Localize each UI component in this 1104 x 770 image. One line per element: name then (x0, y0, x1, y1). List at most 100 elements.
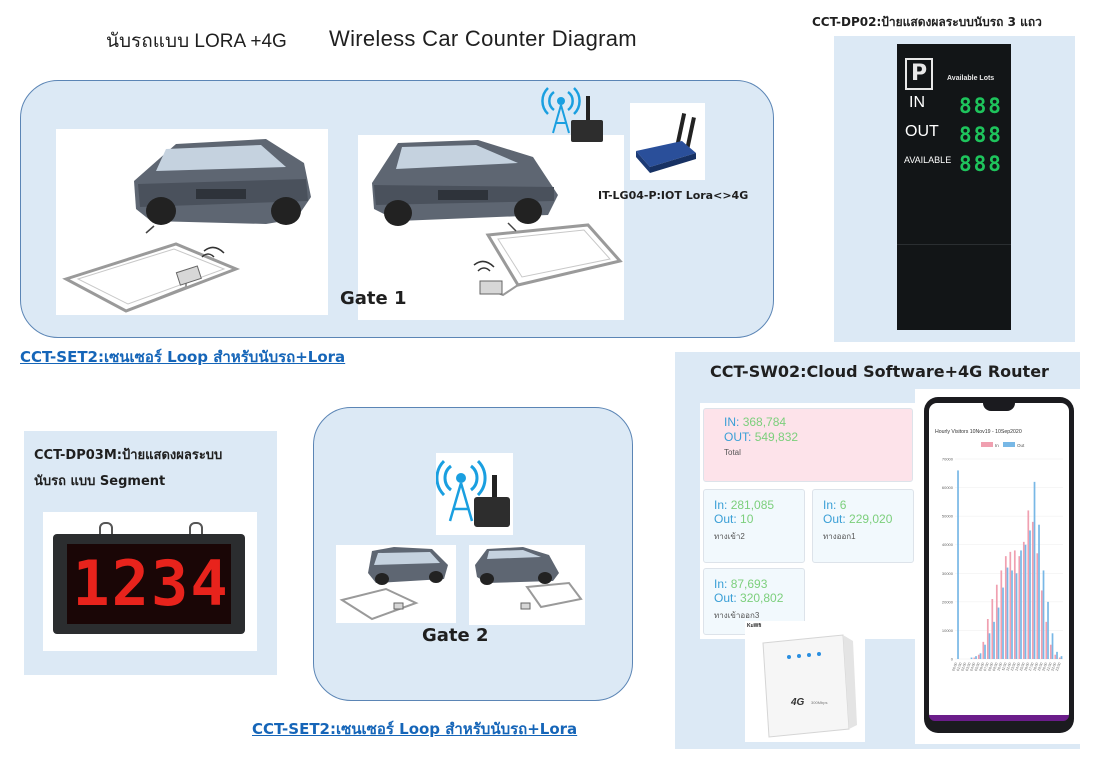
antenna-icon (435, 459, 510, 527)
bar-out-10 (1002, 587, 1004, 659)
car-icon (134, 139, 311, 225)
x-tick-label: 06:00 (978, 662, 985, 672)
x-tick-label: 10:00 (996, 662, 1003, 672)
segment-digits: 1234 (72, 547, 230, 620)
bar-out-17 (1033, 481, 1036, 659)
card-out-value: 229,020 (849, 512, 893, 526)
bar-in-4 (973, 657, 976, 659)
dp02-row-label: OUT (905, 123, 939, 140)
bar-out-20 (1047, 601, 1049, 659)
bar-in-8 (991, 599, 994, 659)
x-tick-label: 21:00 (1046, 662, 1053, 672)
dp02-row-value: 888 (959, 152, 1003, 176)
phone-notch (983, 403, 1015, 411)
dashboard-screenshot: IN: 368,784 OUT: 549,832 Total In: 281,0… (700, 403, 916, 639)
x-tick-label: 20:00 (1041, 662, 1048, 672)
router-sub: 300Mbps (811, 700, 828, 705)
gate1-product-link[interactable]: CCT-SET2:เซนเซอร์ Loop สำหรับนับรถ+Lora (20, 348, 346, 366)
gate2-lora-receiver (435, 453, 513, 535)
parking-p-icon: P (905, 58, 933, 90)
card-in-value: 281,085 (730, 498, 775, 512)
bar-out-14 (1020, 550, 1022, 659)
bar-in-11 (1004, 556, 1007, 659)
out-prefix: Out: (714, 591, 737, 605)
gateway-label: IT-LG04-P:IOT Lora<>4G (598, 189, 749, 202)
dp02-row-value: 888 (959, 123, 1003, 147)
bar-out-9 (997, 607, 1000, 659)
x-tick-label: 22:00 (1050, 662, 1057, 672)
bar-in-21 (1049, 644, 1052, 659)
gateway-photo (630, 103, 705, 180)
card-in-value: 87,693 (730, 577, 768, 591)
x-tick-label: 04:00 (969, 662, 976, 672)
bar-in-10 (1000, 570, 1003, 659)
dp02-header-text: Available Lots (947, 75, 995, 82)
dp02-row-label: IN (909, 94, 925, 111)
legend-swatch-in (981, 442, 993, 447)
bar-in-12 (1009, 551, 1012, 659)
router-4g-icon (762, 634, 857, 738)
dp02-row-value: 888 (959, 94, 1003, 118)
bar-in-5 (977, 654, 980, 659)
gate2-product-link[interactable]: CCT-SET2:เซนเซอร์ Loop สำหรับนับรถ+Lora (252, 720, 578, 738)
car-with-loop-image-left (339, 547, 448, 621)
sw02-title: CCT-SW02:Cloud Software+4G Router (710, 362, 1049, 381)
x-tick-label: 19:00 (1037, 662, 1044, 672)
x-tick-label: 03:00 (965, 662, 972, 672)
x-tick-label: 23:00 (1055, 662, 1062, 672)
diagram-title: Wireless Car Counter Diagram (329, 26, 637, 51)
bar-in-14 (1018, 556, 1021, 659)
segment-face (67, 544, 231, 624)
gate1-car-photo-right (358, 135, 624, 320)
legend-label-in: In (995, 443, 999, 448)
bar-in-13 (1013, 550, 1016, 659)
gate1-label: Gate 1 (340, 288, 407, 309)
dp03m-title-line1: CCT-DP03M:ป้ายแสดงผลระบบ (34, 448, 223, 463)
phone-bottom-bar (929, 715, 1069, 721)
dp02-row-available: AVAILABLE 888 (904, 152, 1009, 176)
bar-in-18 (1036, 553, 1039, 659)
x-tick-label: 18:00 (1032, 662, 1039, 672)
x-tick-label: 08:00 (987, 662, 994, 672)
bar-out-11 (1006, 567, 1009, 659)
bar-out-16 (1029, 530, 1031, 659)
subtitle: นับรถแบบ LORA +4G (106, 31, 287, 52)
card-name: ทางออก1 (823, 532, 856, 541)
bar-out-7 (988, 633, 991, 659)
car-with-loop-image-left (62, 139, 311, 313)
bar-in-22 (1054, 654, 1057, 659)
x-tick-label: 01:00 (956, 662, 963, 672)
gate2-car-photo-left (336, 545, 456, 623)
dp02-row-label: AVAILABLE (904, 155, 952, 165)
gate2-car-photo-right (469, 545, 585, 625)
card-in-value: 6 (839, 498, 847, 512)
bar-out-4 (975, 656, 977, 659)
legend-label-out: Out (1017, 443, 1025, 448)
card-out-value: 320,802 (740, 591, 784, 605)
x-tick-label: 17:00 (1028, 662, 1035, 672)
bar-out-0 (957, 470, 959, 659)
phone-screen: Hourly Visitors 10Nov19 - 10Sep2020 In O… (929, 403, 1069, 721)
car-icon (372, 140, 558, 226)
in-prefix: In: (714, 498, 728, 512)
x-tick-label: 11:00 (1001, 662, 1008, 671)
bar-out-13 (1015, 573, 1018, 659)
bar-out-12 (1011, 570, 1013, 659)
y-tick-label: 30000 (942, 571, 954, 576)
bar-out-8 (993, 621, 995, 659)
bar-in-20 (1045, 621, 1048, 659)
total-card: IN: 368,784 OUT: 549,832 Total (703, 408, 913, 482)
dp02-row-in: IN 888 (909, 94, 1009, 118)
card-out-value: 10 (740, 512, 754, 526)
gate1-lora-receiver (541, 78, 607, 146)
x-tick-label: 07:00 (983, 662, 990, 672)
legend-swatch-out (1003, 442, 1015, 447)
dp02-row-out: OUT 888 (905, 123, 1009, 147)
bar-in-9 (995, 584, 998, 659)
bar-in-7 (986, 619, 989, 659)
x-tick-label: 09:00 (992, 662, 999, 672)
y-tick-label: 50000 (942, 514, 954, 519)
router-photo: KuWfi 4G 300Mbps (745, 621, 865, 742)
out-prefix: Out: (714, 512, 737, 526)
gate-card: In: 6 Out: 229,020 ทางออก1 (812, 489, 914, 563)
